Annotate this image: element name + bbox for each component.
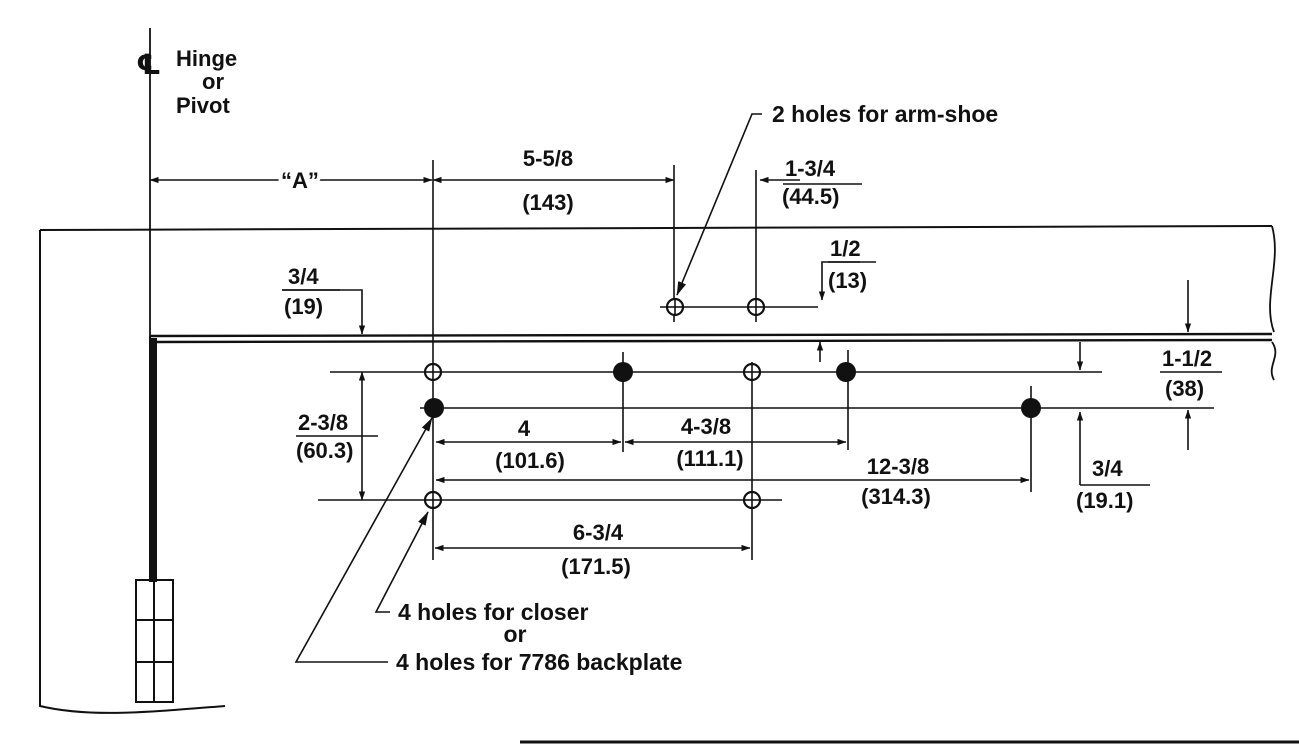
dim-12-3-8-inch: 12-3/8	[867, 454, 929, 479]
dimension-lines	[282, 176, 1192, 552]
pivot-label: Pivot	[176, 93, 230, 118]
dim-3-4-top-inch: 3/4	[288, 264, 319, 289]
hinge-label: Hinge	[176, 46, 237, 71]
dim-1-2-inch: 1/2	[830, 236, 861, 261]
dim-2-3-8-inch: 2-3/8	[298, 410, 348, 435]
dim-1-3-4-inch: 1-3/4	[785, 156, 836, 181]
arm-shoe-holes	[665, 297, 766, 317]
dim-3-4-right-mm: (19.1)	[1076, 488, 1133, 513]
dim-6-3-4-inch: 6-3/4	[573, 520, 624, 545]
dim-1-3-4-mm: (44.5)	[782, 184, 839, 209]
dim-6-3-4-mm: (171.5)	[561, 554, 631, 579]
leader-notes: 2 holes for arm-shoe 4 holes for closer …	[294, 101, 998, 675]
dim-5-5-8-mm: (143)	[522, 190, 573, 215]
centerline-symbol: ℄	[136, 49, 161, 80]
dim-12-3-8-mm: (314.3)	[861, 484, 931, 509]
dimension-texts: 5-5/8 (143) 1-3/4 (44.5) 1/2 (13) 3/4 (1…	[282, 146, 1222, 579]
closer-holes	[423, 362, 762, 510]
dim-4-3-8-inch: 4-3/8	[681, 414, 731, 439]
dim-4-mm: (101.6)	[495, 448, 565, 473]
dim-2-3-8-mm: (60.3)	[296, 438, 353, 463]
backplate-holes	[424, 362, 1041, 418]
dim-3-4-right-inch: 3/4	[1092, 456, 1123, 481]
dim-1-1-2-mm: (38)	[1165, 376, 1204, 401]
dim-1-2-mm: (13)	[828, 268, 867, 293]
dim-a-label: “A”	[281, 168, 319, 193]
door-frame-outline	[39, 225, 1277, 714]
dim-5-5-8-inch: 5-5/8	[523, 146, 573, 171]
dim-4-inch: 4	[518, 416, 531, 441]
dim-1-1-2-inch: 1-1/2	[1162, 346, 1212, 371]
dim-3-4-top-mm: (19)	[284, 294, 323, 319]
backplate-note: 4 holes for 7786 backplate	[396, 649, 682, 675]
closer-or-note: or	[504, 621, 527, 647]
hinge-or-label: or	[202, 69, 224, 94]
hole-centerlines	[318, 306, 1214, 501]
hinge-edge-strip	[150, 338, 157, 582]
arm-shoe-note: 2 holes for arm-shoe	[772, 101, 998, 127]
closer-note: 4 holes for closer	[398, 599, 589, 625]
dim-4-3-8-mm: (111.1)	[676, 446, 743, 471]
